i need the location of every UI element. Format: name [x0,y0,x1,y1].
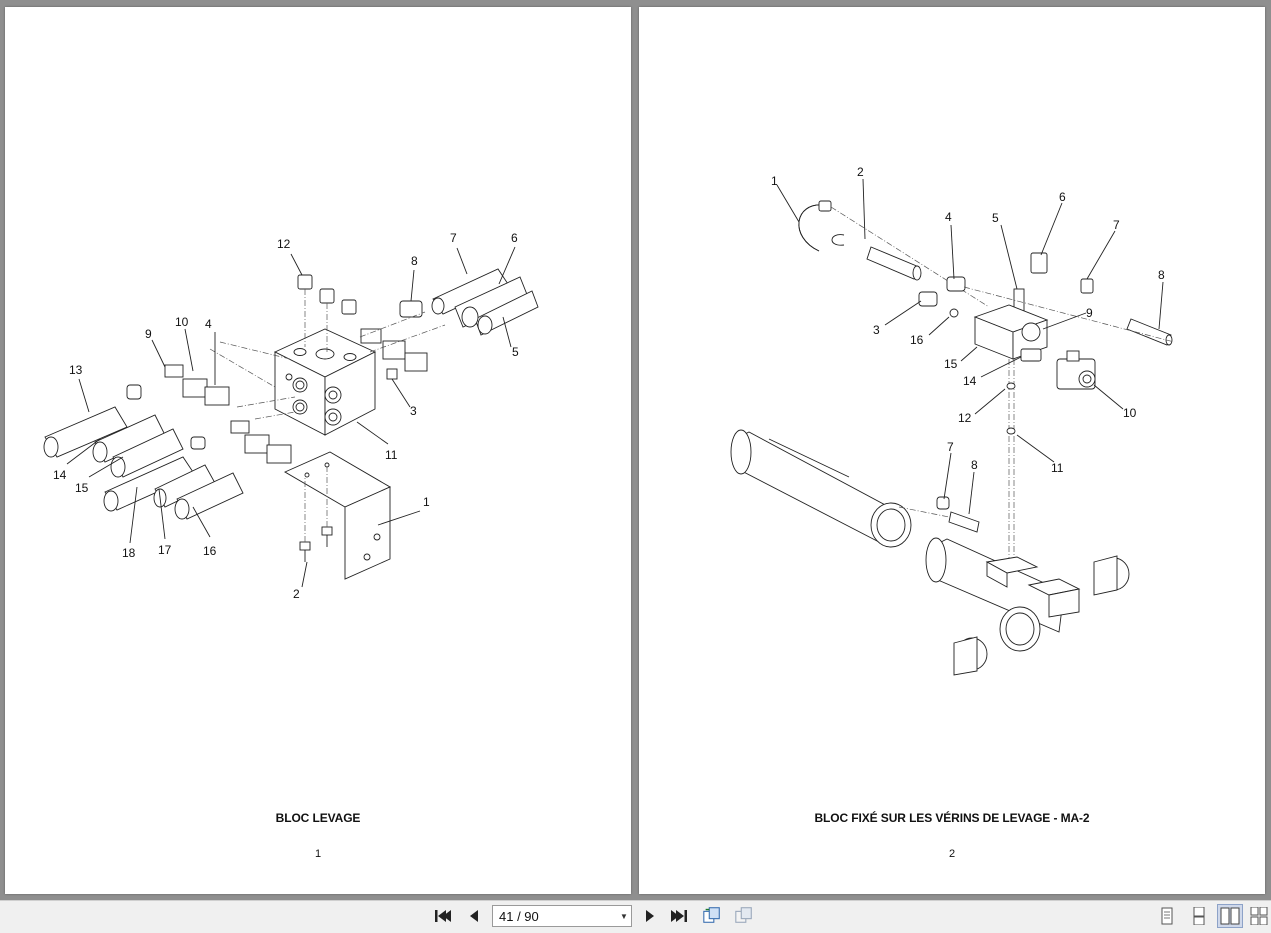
callout-12: 12 [958,411,972,425]
callout-1: 1 [423,495,430,509]
callout-3: 3 [410,404,417,418]
callout-2: 2 [293,587,300,601]
callout-4: 4 [205,317,212,331]
two-page-icon[interactable] [1217,904,1243,928]
figure-number: 1 [314,848,322,860]
figure-number: 2 [948,848,956,860]
chevron-down-icon: ▼ [620,911,628,921]
callout-3: 3 [873,323,880,337]
callout-5: 5 [512,345,519,359]
callout-10: 10 [175,315,189,329]
exploded-diagram-bloc-verins: 1 2 3 4 5 6 7 8 9 10 11 12 14 15 16 7 8 [730,165,1175,676]
callout-2: 2 [857,165,864,179]
callout-1: 1 [771,174,778,188]
callout-11: 11 [385,448,398,462]
callout-16: 16 [910,333,924,347]
callout-12: 12 [277,237,291,251]
callout-7: 7 [450,231,457,245]
callout-10: 10 [1123,406,1137,420]
callout-4: 4 [945,210,952,224]
callout-17: 17 [158,543,172,557]
callout-8: 8 [1158,268,1165,282]
valve-block [973,304,1049,362]
callout-6: 6 [1059,190,1066,204]
callout-8-lower: 8 [971,458,978,472]
plugs [297,274,357,352]
callout-5: 5 [992,211,999,225]
callout-14: 14 [53,468,67,482]
guide-lines [209,311,446,420]
callouts: 1 2 3 4 5 6 7 8 9 10 11 12 14 15 16 7 8 [771,165,1165,475]
bolts [299,465,333,562]
valve-block [273,328,377,436]
next-page-icon[interactable] [640,906,660,926]
mounting-studs [1006,359,1016,582]
callout-6: 6 [511,231,518,245]
solenoid-coil [1056,350,1096,390]
callout-13: 13 [69,363,83,377]
single-page-icon[interactable] [1154,904,1180,928]
leader-lines [66,246,516,588]
document-page-2: 1 2 3 4 5 6 7 8 9 10 11 12 14 15 16 7 8 … [639,7,1265,894]
clip-pin-lower [898,496,980,533]
rotate-icon[interactable] [702,905,722,925]
callout-18: 18 [122,546,136,560]
figure-caption: BLOC LEVAGE [275,811,361,825]
callout-11: 11 [1051,461,1064,475]
callout-9: 9 [145,327,152,341]
callout-7: 7 [1113,218,1120,232]
continuous-page-icon[interactable] [1186,904,1212,928]
callout-7-lower: 7 [947,440,954,454]
two-page-continuous-icon[interactable] [1248,904,1270,928]
lifting-cylinders [730,429,1130,676]
callout-15: 15 [944,357,958,371]
left-fittings [43,364,292,520]
page-indicator: 41 / 90 [499,908,539,924]
last-page-icon[interactable] [670,906,690,926]
callout-9: 9 [1086,306,1093,320]
right-fittings [360,268,539,380]
fittings-top [918,252,1175,346]
navigation-toolbar [0,900,1271,933]
previous-page-icon[interactable] [464,906,484,926]
callout-16: 16 [203,544,217,558]
figure-caption: BLOC FIXÉ SUR LES VÉRINS DE LEVAGE - MA-… [814,811,1090,825]
exploded-diagram-bloc-levage: 1 2 3 4 5 6 7 8 9 10 11 12 13 14 15 16 1… [43,231,539,601]
callouts: 1 2 3 4 5 6 7 8 9 10 11 12 13 14 15 16 1… [53,231,519,601]
callout-14: 14 [963,374,977,388]
first-page-icon[interactable] [432,906,452,926]
document-page-1: 1 2 3 4 5 6 7 8 9 10 11 12 13 14 15 16 1… [5,7,631,894]
page-number-select[interactable]: 41 / 90 ▼ [492,905,632,927]
mounting-bracket [284,451,391,580]
leader-lines [776,178,1164,515]
callout-15: 15 [75,481,89,495]
callout-8: 8 [411,254,418,268]
rotate-alt-icon[interactable] [734,905,754,925]
